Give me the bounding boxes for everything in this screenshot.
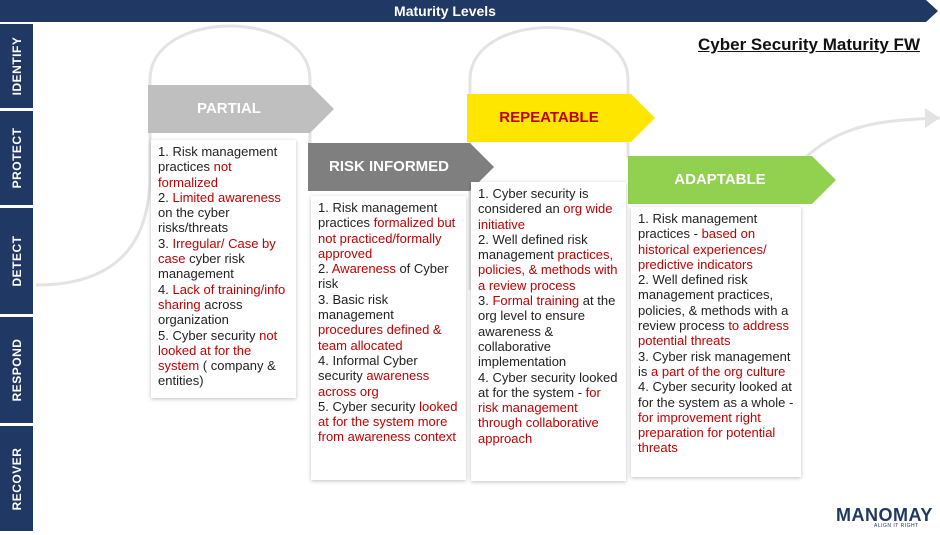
- item-text: 4. Cyber security looked at for the syst…: [478, 369, 618, 400]
- level-label-partial: PARTIAL: [197, 100, 261, 117]
- card-item: 1. Risk management practices not formali…: [158, 144, 290, 190]
- card-item: 4. Informal Cyber security awareness acr…: [318, 353, 460, 399]
- card-item: 1. Risk management practices formalized …: [318, 200, 460, 261]
- card-item: 2. Well defined risk management practice…: [478, 232, 620, 293]
- highlight-text: procedures defined & team allocated: [318, 322, 442, 353]
- level-card-risk-informed: 1. Risk management practices formalized …: [311, 196, 466, 480]
- level-label-risk-informed: RISK INFORMED: [329, 158, 449, 175]
- highlight-text: based on historical experiences/ predict…: [638, 226, 767, 272]
- item-text: 4.: [158, 281, 173, 297]
- item-text: at the org level to ensure awareness & c…: [478, 293, 616, 370]
- side-tab-recover: RECOVER: [0, 426, 33, 531]
- item-text: across organization: [158, 296, 243, 328]
- item-text: 3. Cyber risk management is: [638, 348, 791, 379]
- highlight-text: not formalized: [158, 159, 232, 190]
- highlight-text: Irregular/ Case by case: [158, 235, 276, 267]
- item-text: 3.: [158, 235, 173, 251]
- item-text: 2. Well defined risk management: [478, 231, 588, 263]
- card-item: 4. Lack of training/info sharing across …: [158, 282, 290, 328]
- side-tab-detect: DETECT: [0, 208, 33, 314]
- highlight-text: Formal training: [492, 293, 580, 309]
- item-text: 4. Informal Cyber security: [318, 352, 418, 384]
- maturity-levels-banner: Maturity Levels: [0, 0, 940, 22]
- level-card-partial: 1. Risk management practices not formali…: [151, 140, 296, 398]
- side-tab-protect: PROTECT: [0, 111, 33, 205]
- level-arrow-risk-informed: RISK INFORMED: [308, 143, 494, 191]
- item-text: of Cyber risk: [318, 261, 449, 292]
- item-text: 1. Risk management practices: [318, 200, 438, 231]
- logo-tagline: ALIGN IT RIGHT: [874, 523, 919, 529]
- highlight-text: not looked at for the system: [158, 327, 278, 374]
- item-text: 5. Cyber security: [158, 327, 260, 343]
- highlight-text: for improvement right preparation for po…: [638, 409, 776, 456]
- highlight-text: a part of the org culture: [651, 363, 786, 379]
- level-card-repeatable: 1. Cyber security is considered an org w…: [471, 182, 626, 481]
- highlight-text: awareness across org: [318, 368, 430, 399]
- banner-title: Maturity Levels: [394, 3, 496, 19]
- item-text: 3. Basic risk management: [318, 291, 394, 323]
- card-item: 3. Formal training at the org level to e…: [478, 293, 620, 369]
- level-arrow-partial: PARTIAL: [148, 85, 334, 133]
- card-item: 5. Cyber security not looked at for the …: [158, 328, 290, 389]
- item-text: 2. Well defined risk management practice…: [638, 272, 789, 334]
- card-item: 5. Cyber security looked at for the syst…: [318, 399, 460, 445]
- card-item: 2. Well defined risk management practice…: [638, 272, 795, 348]
- highlight-text: looked at for the system more from aware…: [318, 398, 458, 445]
- highlight-text: for risk management through collaborativ…: [478, 384, 601, 446]
- level-card-adaptable: 1. Risk management practices - based on …: [631, 207, 801, 477]
- framework-title: Cyber Security Maturity FW: [698, 35, 920, 54]
- item-text: 1. Cyber security is considered an: [478, 186, 589, 217]
- item-text: on the cyber risks/threats: [158, 205, 230, 236]
- item-text: 1. Risk management practices -: [638, 211, 758, 242]
- highlight-text: org wide initiative: [478, 201, 613, 232]
- side-tab-identify: IDENTIFY: [0, 24, 33, 108]
- item-text: 4. Cyber security looked at for the syst…: [638, 379, 794, 410]
- item-text: 3.: [478, 293, 493, 309]
- level-label-repeatable: REPEATABLE: [499, 109, 599, 126]
- highlight-text: formalized but not practiced/formally ap…: [318, 215, 456, 261]
- card-item: 1. Cyber security is considered an org w…: [478, 186, 620, 232]
- highlight-text: to address potential threats: [638, 318, 790, 349]
- card-item: 1. Risk management practices - based on …: [638, 211, 795, 272]
- level-arrow-adaptable: ADAPTABLE: [628, 156, 836, 204]
- card-item: 2. Limited awareness on the cyber risks/…: [158, 190, 290, 236]
- item-text: 2.: [318, 261, 332, 277]
- side-tab-respond: RESPOND: [0, 317, 33, 423]
- card-item: 4. Cyber security looked at for the syst…: [478, 370, 620, 446]
- highlight-text: Lack of training/info sharing: [158, 281, 286, 312]
- item-text: ( company & entities): [158, 358, 276, 389]
- level-arrow-repeatable: REPEATABLE: [467, 94, 655, 142]
- item-text: 2.: [158, 189, 173, 205]
- card-item: 4. Cyber security looked at for the syst…: [638, 379, 795, 455]
- card-item: 3. Basic risk management procedures defi…: [318, 292, 460, 353]
- item-text: 1. Risk management practices: [158, 144, 278, 175]
- highlight-text: Limited awareness: [172, 189, 281, 205]
- level-label-adaptable: ADAPTABLE: [674, 171, 766, 188]
- card-item: 3. Cyber risk management is a part of th…: [638, 349, 795, 380]
- card-item: 3. Irregular/ Case by case cyber risk ma…: [158, 236, 290, 282]
- highlight-text: practices, policies, & methods with a re…: [478, 247, 618, 293]
- highlight-text: Awareness: [331, 261, 396, 277]
- item-text: cyber risk management: [158, 251, 245, 282]
- item-text: 5. Cyber security: [318, 398, 420, 414]
- manomay-logo: MANOMAY: [836, 505, 933, 525]
- card-item: 2. Awareness of Cyber risk: [318, 261, 460, 292]
